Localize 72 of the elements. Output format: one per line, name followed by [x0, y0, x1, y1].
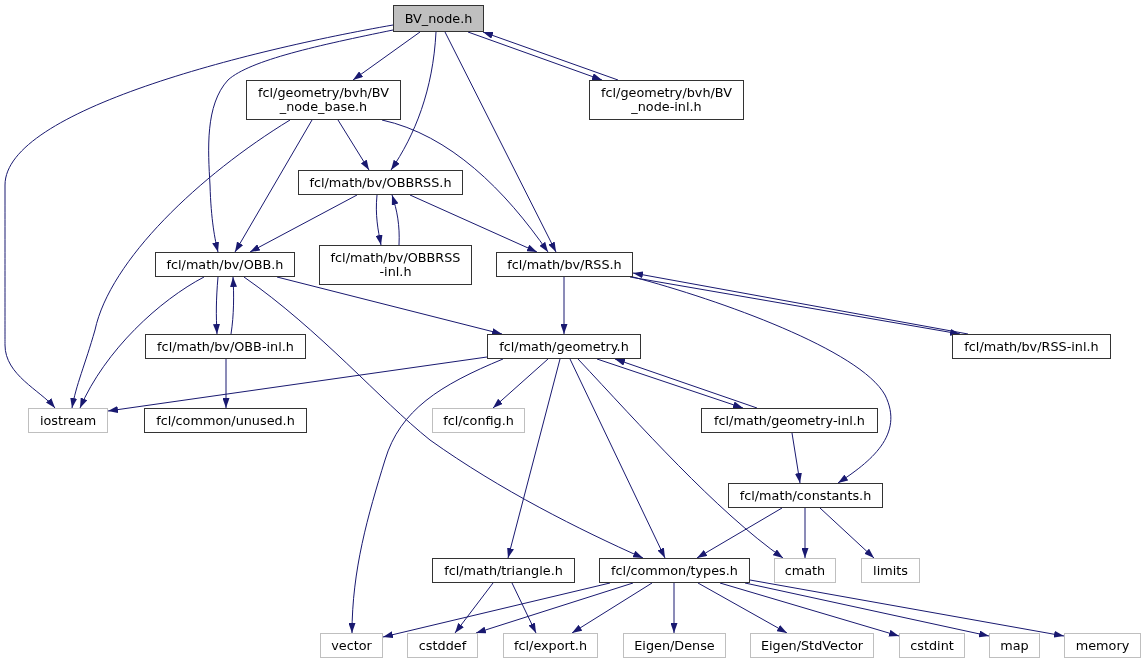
system-header-node: iostream — [28, 408, 108, 433]
arrow — [492, 358, 549, 409]
system-header-node: vector — [320, 633, 383, 658]
system-header-node: limits — [861, 558, 920, 583]
file-node: fcl/math/geometry.h — [487, 334, 641, 359]
arrow — [614, 358, 758, 409]
system-header-node: cmath — [774, 558, 836, 583]
arrow — [208, 29, 394, 253]
arrow — [375, 194, 383, 246]
arrow — [337, 119, 370, 171]
arrow — [234, 119, 313, 253]
arrow — [475, 582, 634, 634]
file-node: fcl/math/constants.h — [728, 483, 883, 508]
arrow — [596, 358, 744, 409]
file-node: fcl/math/bv/OBB.h — [155, 252, 295, 277]
system-header-node: Eigen/StdVector — [750, 633, 874, 658]
arrow — [801, 507, 809, 559]
arrow — [382, 582, 611, 639]
system-header-node: cstdint — [899, 633, 965, 658]
arrow — [467, 31, 603, 81]
arrow — [670, 582, 678, 634]
system-header-node: Eigen/Dense — [623, 633, 726, 658]
arrow — [819, 507, 875, 559]
arrow — [719, 582, 900, 637]
file-node: fcl/math/bv/RSS-inl.h — [952, 334, 1111, 359]
arrow — [454, 582, 494, 634]
file-node: fcl/math/bv/RSS.h — [496, 252, 633, 277]
arrow — [697, 582, 788, 634]
arrow — [222, 358, 230, 409]
arrow — [276, 276, 503, 335]
arrow — [70, 119, 291, 409]
system-header-node: memory — [1064, 633, 1141, 658]
arrow — [230, 276, 237, 335]
system-header-node: cstddef — [407, 633, 478, 658]
arrow — [381, 119, 549, 253]
arrow — [571, 582, 653, 634]
arrow — [213, 276, 220, 335]
arrow — [577, 358, 784, 559]
file-node: fcl/math/bv/OBB-inl.h — [145, 334, 306, 359]
arrow — [79, 276, 205, 409]
arrow — [482, 31, 619, 81]
file-node: fcl/math/bv/OBBRSS.h — [298, 170, 463, 195]
file-node: fcl/common/types.h — [599, 558, 750, 583]
arrow — [249, 194, 358, 253]
arrow — [696, 507, 783, 559]
file-node: fcl/math/triangle.h — [432, 558, 575, 583]
system-header-node: map — [989, 633, 1040, 658]
arrow — [791, 432, 802, 484]
arrow — [744, 582, 990, 638]
arrow — [391, 194, 400, 246]
file-node: fcl/common/unused.h — [144, 408, 307, 433]
arrow — [511, 582, 537, 634]
file-node: fcl/geometry/bvh/BV _node-inl.h — [589, 80, 744, 120]
current-file-node: BV_node.h — [393, 5, 484, 32]
arrow — [243, 276, 644, 559]
file-node: fcl/math/bv/OBBRSS -inl.h — [319, 245, 472, 285]
arrow — [107, 356, 488, 414]
arrow — [632, 276, 892, 484]
arrow — [352, 31, 421, 81]
file-node: fcl/math/geometry-inl.h — [701, 408, 878, 433]
arrow — [409, 194, 538, 253]
arrow — [390, 31, 437, 171]
arrow — [569, 358, 666, 559]
arrow — [444, 31, 557, 253]
arrow — [348, 358, 504, 634]
arrow — [560, 276, 568, 335]
system-header-node: fcl/config.h — [432, 408, 525, 433]
file-node: fcl/geometry/bvh/BV _node_base.h — [246, 80, 401, 120]
arrow — [749, 579, 1065, 638]
system-header-node: fcl/export.h — [503, 633, 598, 658]
arrow — [4, 24, 394, 409]
arrow — [507, 358, 561, 559]
